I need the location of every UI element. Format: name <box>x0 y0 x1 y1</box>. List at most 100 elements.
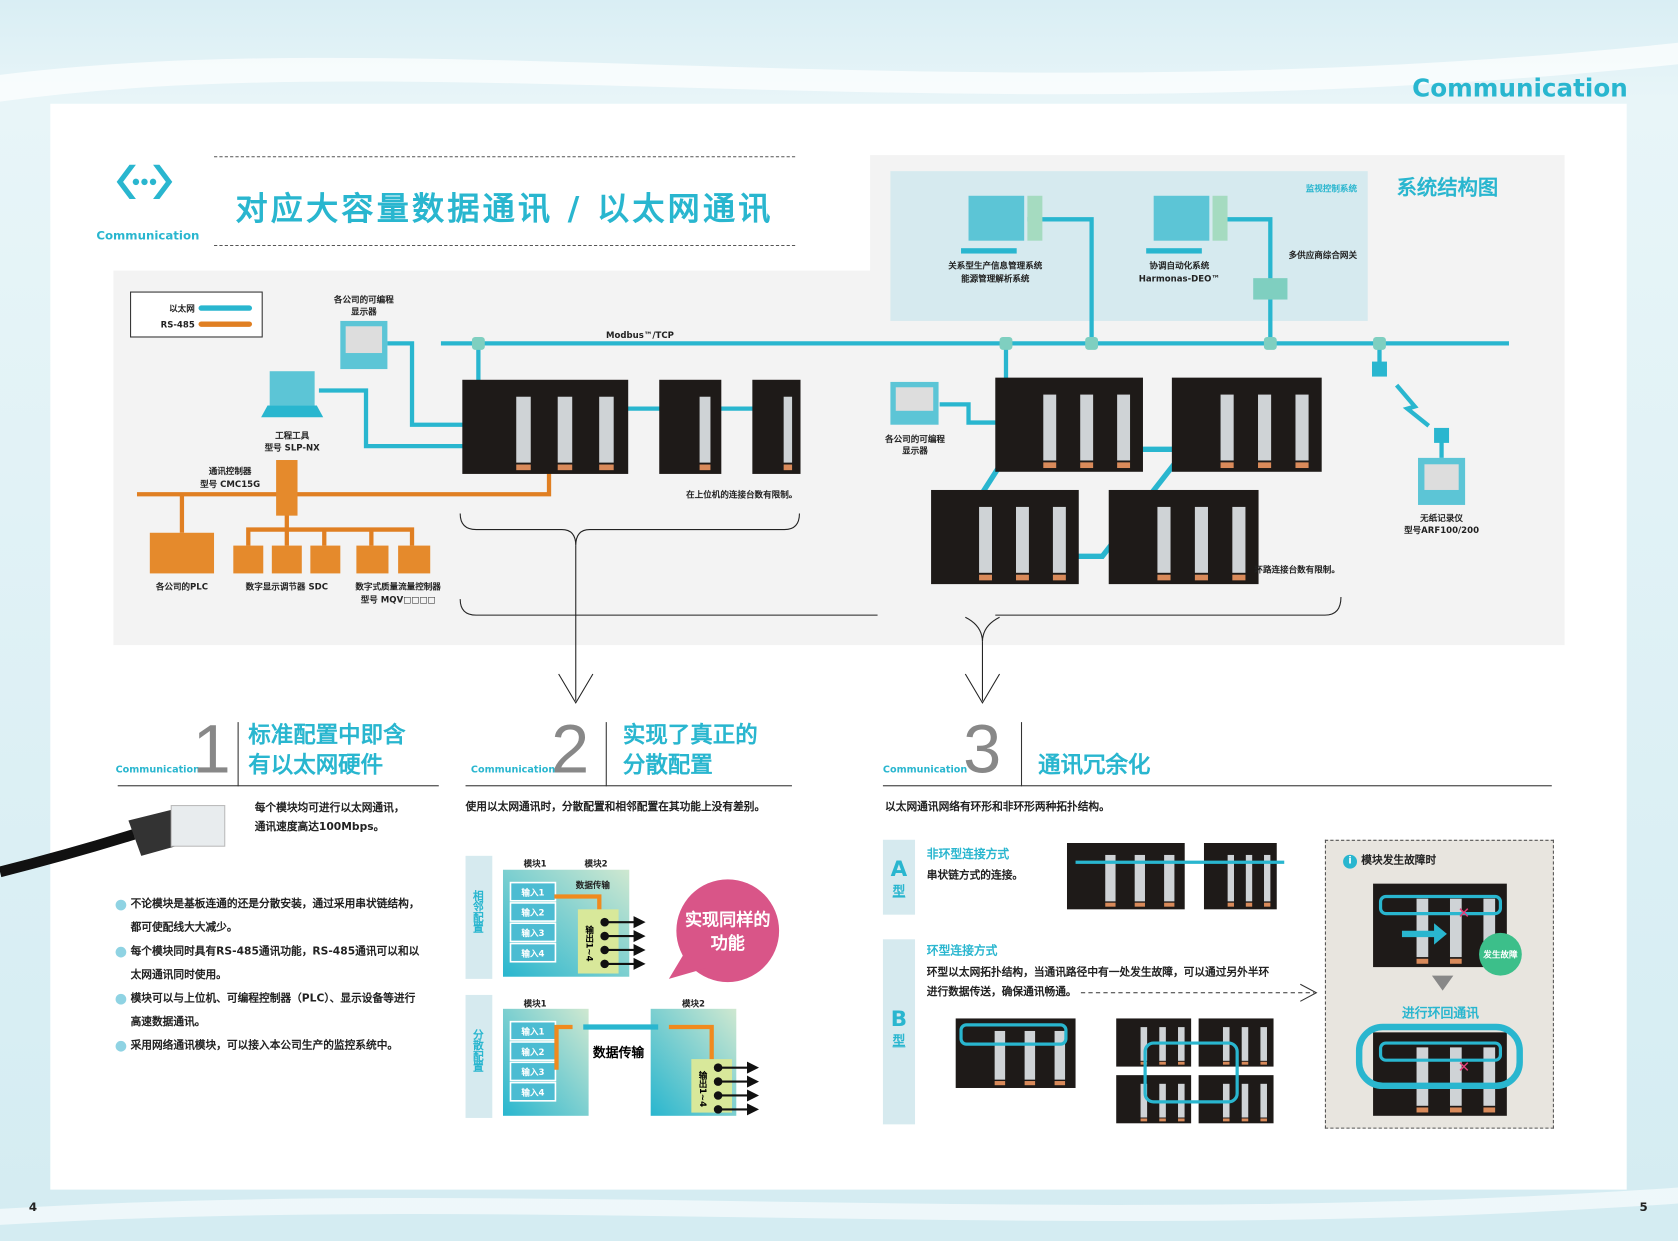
title-rule-bottom <box>214 244 796 247</box>
gateway-label: 多供应商综合网关 <box>1289 249 1358 261</box>
communication-logo-icon <box>116 164 173 199</box>
output-label: 输出1~4 <box>584 924 594 962</box>
output-arrow <box>718 1061 760 1074</box>
input-label: 输入1 <box>521 1025 544 1037</box>
input-block <box>509 1081 557 1102</box>
type-b-title: 环型连接方式 <box>926 943 998 958</box>
note-loop-limit: 环路连接台数有限制。 <box>1254 563 1339 575</box>
sec3-divider <box>1020 722 1023 787</box>
input-block <box>509 881 557 902</box>
sec1-bullets: 不论模块是基板连通的还是分散安装，通过采用串状链结构，都可使配线大大减少。 每个… <box>115 893 426 1058</box>
title-rule-top <box>214 156 796 158</box>
sec3-comm-label: Communication <box>882 764 968 776</box>
laptop-icon <box>269 371 315 406</box>
cmc15g-device <box>276 460 298 516</box>
tool-label: 工程工具型号 SLP-NX <box>265 430 320 454</box>
sec2-divider <box>605 722 607 787</box>
module1-label-2: 模块1 <box>524 998 547 1010</box>
sec1-lead: 每个模块均可进行以太网通讯，通讯速度高达100Mbps。 <box>254 802 405 834</box>
output-point <box>713 1105 723 1114</box>
output-point <box>713 1091 723 1100</box>
type-a-title: 非环型连接方式 <box>926 847 1010 862</box>
controller-rack <box>1171 377 1322 472</box>
sec1-title: 标准配置中即含有以太网硬件 <box>248 722 406 778</box>
output-arrow <box>718 1089 760 1102</box>
fault-badge-text: 发生故障 <box>1482 948 1518 960</box>
legend-rs485: RS-485 <box>161 320 195 330</box>
ethernet-cable-image <box>0 805 226 878</box>
input-label: 输入3 <box>521 1066 544 1078</box>
controller-rack <box>1066 843 1185 910</box>
output-arrow <box>718 1103 760 1116</box>
speech-bubble <box>676 879 780 983</box>
type-b-desc: 环型以太网拓扑结构，当通讯路径中有一处发生故障，可以通过另外半环进行数据传送，确… <box>926 967 1270 999</box>
output-label: 输出1~4 <box>697 1069 707 1107</box>
page-number-right: 5 <box>1639 1200 1648 1215</box>
sec1-comm-label: Communication <box>115 764 200 776</box>
plc-device <box>149 532 215 574</box>
pc-icon-2 <box>1146 195 1228 254</box>
bubble-text: 实现同样的功能 <box>685 909 771 954</box>
controller-racks <box>462 377 1322 585</box>
wireless-node-icon <box>1371 361 1387 377</box>
sdc-devices <box>233 545 431 574</box>
legend-box <box>130 291 263 338</box>
sec1-number: 1 <box>192 710 231 788</box>
controller-rack <box>995 377 1143 472</box>
type-a-desc: 串状链方式的连接。 <box>926 869 1024 882</box>
page-title: 对应大容量数据通讯 / 以太网通讯 <box>235 190 774 228</box>
note-host-limit: 在上位机的连接台数有限制。 <box>686 488 797 500</box>
transfer-label-2: 数据传输 <box>593 1045 644 1061</box>
plc-label: 各公司的PLC <box>155 580 208 592</box>
output-arrow <box>718 1075 760 1088</box>
input-label: 输入2 <box>521 1046 544 1058</box>
sec2-rule <box>465 785 792 787</box>
controller-rack <box>659 379 722 474</box>
input-label: 输入1 <box>521 886 544 898</box>
input-label: 输入4 <box>521 947 544 959</box>
fault-badge <box>1479 932 1522 976</box>
transfer-label: 数据传输 <box>576 879 611 891</box>
input-block <box>509 922 557 943</box>
controller-rack <box>1373 1032 1507 1116</box>
sec3-rule <box>882 785 1552 787</box>
input-label: 输入4 <box>521 1086 544 1098</box>
section-header: Communication <box>1412 74 1628 103</box>
controller-rack <box>752 379 801 474</box>
sec3-title: 通讯冗余化 <box>1038 752 1151 778</box>
sec2-desc: 使用以太网通讯时，分散配置和相邻配置在其功能上没有差别。 <box>465 801 766 814</box>
input-label: 输入2 <box>521 907 544 919</box>
output-arrow <box>604 916 646 929</box>
sec3-desc: 以太网通讯网络有环形和非环形两种拓扑结构。 <box>885 801 1110 814</box>
pc1-label: 关系型生产信息管理系统能源管理解析系统 <box>948 260 1042 285</box>
supervisory-label: 监视控制系统 <box>1306 182 1358 194</box>
sec2-number: 2 <box>551 710 590 788</box>
info-icon: i <box>1343 854 1358 869</box>
hmi1-label: 各公司的可编程显示器 <box>333 294 394 318</box>
bullet-item: 模块可以与上位机、可编程控制器（PLC）、显示设备等进行高速数据通讯。 <box>115 987 426 1034</box>
controller-rack <box>1108 489 1259 585</box>
module1-label: 模块1 <box>524 858 547 870</box>
recorder-label: 无纸记录仪型号ARF100/200 <box>1404 512 1479 536</box>
module2-label: 模块2 <box>585 858 608 870</box>
controller-rack <box>1203 843 1277 910</box>
output-arrow <box>604 943 646 956</box>
controller-rack <box>955 1018 1076 1088</box>
sec3-number: 3 <box>963 710 1002 788</box>
module2-label-2: 模块2 <box>682 998 705 1010</box>
logo-label: Communication <box>96 228 200 243</box>
sec2-title: 实现了真正的分散配置 <box>622 722 758 778</box>
input-block <box>509 902 557 922</box>
bullet-item: 不论模块是基板连通的还是分散安装，通过采用串状链结构，都可使配线大大减少。 <box>115 893 426 940</box>
diagram-title: 系统结构图 <box>1397 176 1499 200</box>
sec1-rule <box>117 785 439 787</box>
output-arrows: 输出1~4 输出1~4 <box>584 916 760 1116</box>
page-number-left: 4 <box>28 1200 38 1215</box>
